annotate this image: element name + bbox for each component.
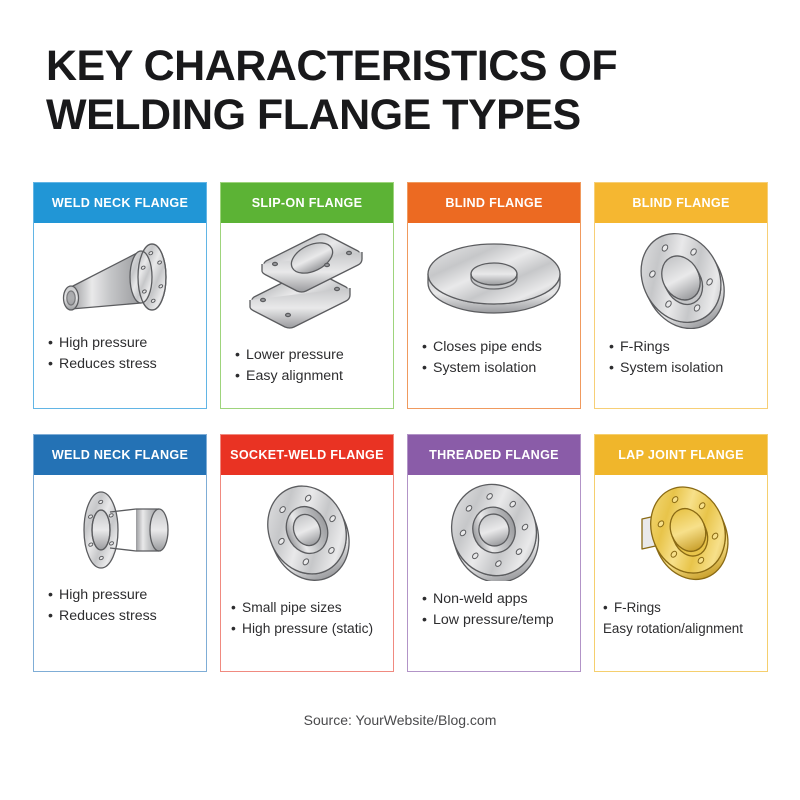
bullet-item: • F-Rings [603,597,761,618]
bullet-dot-icon: • [422,591,427,607]
flange-card-weld-neck-2: WELD NECK FLANGE [33,434,207,672]
bullet-text: Closes pipe ends [433,339,542,355]
card-header-threaded: THREADED FLANGE [408,435,580,475]
bullet-text: Low pressure/temp [433,612,554,628]
card-body-slip-on: • Lower pressure • Easy alignment [221,223,393,408]
bullet-dot-icon: • [422,360,427,376]
socket-weld-illustration [221,475,393,581]
bullet-item: • High pressure [48,333,200,354]
bullet-item: • F-Rings [609,337,761,358]
bullet-dot-icon: • [48,587,53,603]
bullet-dot-icon: • [609,339,614,355]
slip-on-plates-illustration [221,223,393,329]
card-body-weld-neck-2: • High pressure • Reduces stress [34,475,206,671]
bullet-item: • Easy alignment [235,366,387,387]
card-body-weld-neck-1: • High pressure • Reduces stress [34,223,206,408]
lap-joint-illustration [595,475,767,581]
bullet-item: • System isolation [609,358,761,379]
bullet-dot-icon: • [48,335,53,351]
card-header-blind-2: BLIND FLANGE [595,183,767,223]
flange-card-blind-2: BLIND FLANGE [594,182,768,409]
bullet-item: • System isolation [422,358,574,379]
bullet-item: • Lower pressure [235,345,387,366]
weld-neck-short-illustration [34,475,206,579]
bullet-dot-icon: • [48,608,53,624]
bullet-item: • Small pipe sizes [231,597,387,618]
bullet-dot-icon: • [603,600,608,615]
card-header-weld-neck-2: WELD NECK FLANGE [34,435,206,475]
card-bullets-blind-2: • F-Rings • System isolation [595,327,767,379]
flange-card-slip-on: SLIP-ON FLANGE [220,182,394,409]
flange-card-blind-1: BLIND FLANGE •Closes pip [407,182,581,409]
card-bullets-slip-on: • Lower pressure • Easy alignment [221,327,393,387]
bullet-dot-icon: • [48,356,53,372]
card-header-blind-1: BLIND FLANGE [408,183,580,223]
bullet-text: Easy alignment [246,368,343,384]
flange-card-grid: WELD NECK FLANGE [33,182,768,672]
flange-card-lap-joint: LAP JOINT FLANGE [594,434,768,672]
bullet-text: Small pipe sizes [242,600,342,615]
card-bullets-lap-joint: • F-Rings •Easy rotation/alignment [595,579,767,639]
card-bullets-weld-neck-1: • High pressure • Reduces stress [34,327,206,375]
bullet-dot-icon: • [235,347,240,363]
bullet-text: F-Rings [620,339,670,355]
bullet-text: High pressure [59,335,148,351]
bullet-text: High pressure (static) [242,621,374,636]
flange-card-weld-neck-1: WELD NECK FLANGE [33,182,207,409]
card-body-socket-weld: • Small pipe sizes • High pressure (static) [221,475,393,671]
bullet-dot-icon: • [231,621,236,636]
card-bullets-socket-weld: • Small pipe sizes • High pressure (static) [221,579,393,639]
bullet-dot-icon: • [231,600,236,615]
card-bullets-threaded: • Non-weld apps • Low pressure/temp [408,579,580,631]
bullet-item: • Reduces stress [48,354,200,375]
card-bullets-blind-1: • Closes pipe ends • System isolation [408,327,580,379]
title-line-1: KEY CHARACTERISTICS OF [46,42,618,90]
bullet-dot-icon: • [609,360,614,376]
bullet-item: • Closes pipe ends [422,337,574,358]
bullet-text: System isolation [620,360,724,376]
bullet-text: High pressure [59,587,148,603]
blind-disc-illustration [408,223,580,327]
bullet-item: •Easy rotation/alignment [603,618,761,639]
bullet-text: Easy rotation/alignment [603,621,743,636]
bullet-text: Lower pressure [246,347,344,363]
bullet-item: • Reduces stress [48,606,200,627]
card-header-socket-weld: SOCKET-WELD FLANGE [221,435,393,475]
card-body-blind-2: • F-Rings • System isolation [595,223,767,408]
bullet-text: F-Rings [614,600,661,615]
weld-neck-hub-illustration [34,223,206,327]
bullet-dot-icon: • [235,368,240,384]
bullet-dot-icon: • [422,612,427,628]
card-header-slip-on: SLIP-ON FLANGE [221,183,393,223]
bullet-text: Non-weld apps [433,591,528,607]
source-footer: Source: YourWebsite/Blog.com [303,712,497,728]
ring-flange-illustration [595,223,767,329]
page-title: KEY CHARACTERISTICS OF WELDING FLANGE TY… [46,42,746,140]
bullet-text: System isolation [433,360,537,376]
flange-card-socket-weld: SOCKET-WELD FLANGE [220,434,394,672]
card-body-blind-1: • Closes pipe ends • System isolation [408,223,580,408]
flange-card-threaded: THREADED FLANGE [407,434,581,672]
card-header-weld-neck-1: WELD NECK FLANGE [34,183,206,223]
bullet-item: • Low pressure/temp [422,610,574,631]
card-body-lap-joint: • F-Rings •Easy rotation/alignment [595,475,767,671]
bullet-text: Reduces stress [59,356,157,372]
bullet-item: • Non-weld apps [422,589,574,610]
title-line-2: WELDING FLANGE TYPES [46,91,581,139]
threaded-ring-illustration [408,475,580,581]
card-header-lap-joint: LAP JOINT FLANGE [595,435,767,475]
bullet-text: Reduces stress [59,608,157,624]
bullet-dot-icon: • [422,339,427,355]
card-body-threaded: • Non-weld apps • Low pressure/temp [408,475,580,671]
bullet-item: • High pressure [48,585,200,606]
bullet-item: • High pressure (static) [231,618,387,639]
card-bullets-weld-neck-2: • High pressure • Reduces stress [34,579,206,627]
